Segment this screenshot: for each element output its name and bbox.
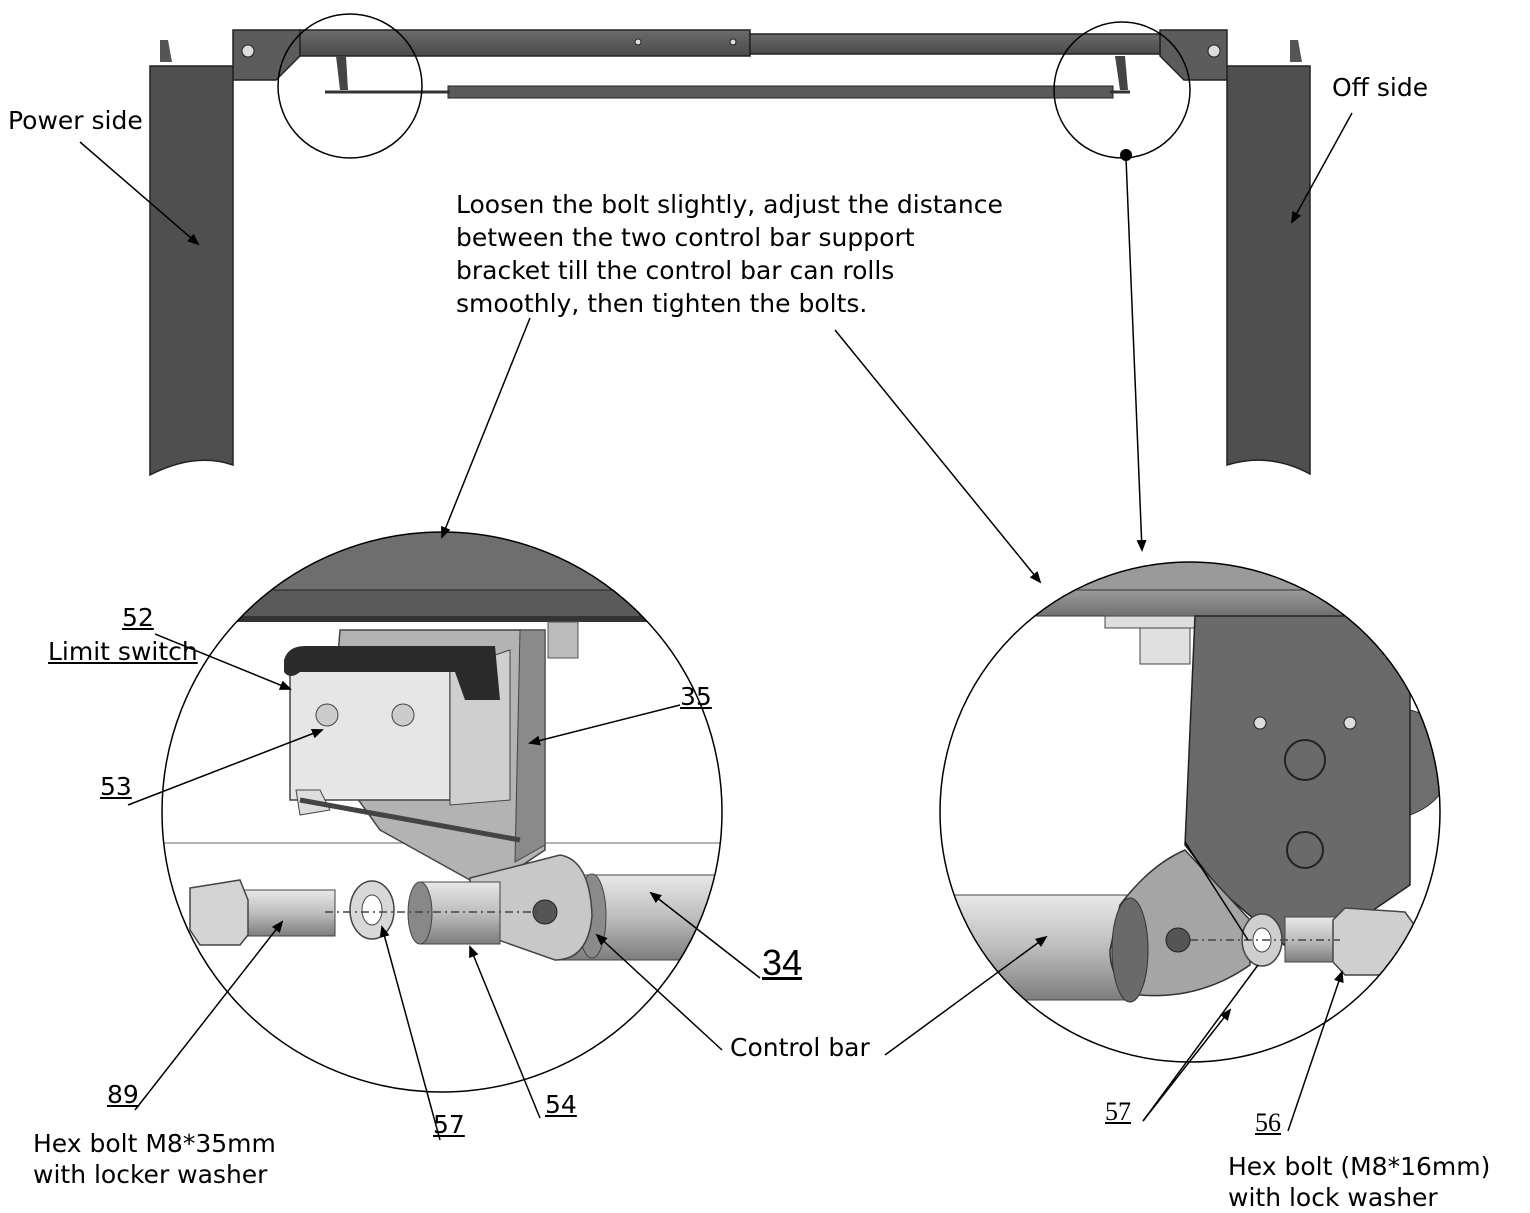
power-side-label: Power side	[8, 106, 143, 135]
instruction-text: Loosen the bolt slightly, adjust the dis…	[456, 190, 1003, 318]
top-beam	[299, 29, 751, 57]
hex-bolt-right-line1: Hex bolt (M8*16mm)	[1228, 1152, 1491, 1181]
hex-bolt-right-label: Hex bolt (M8*16mm) with lock washer	[1228, 1151, 1490, 1213]
part-number-34: 34	[762, 942, 803, 983]
control-bar-overview	[447, 85, 1114, 99]
part-number-56: 56	[1255, 1108, 1281, 1137]
off-side-post	[1226, 65, 1311, 476]
hex-bolt-right-line2: with lock washer	[1228, 1183, 1438, 1212]
part-number-35: 35	[680, 682, 712, 711]
off-side-label: Off side	[1332, 73, 1429, 102]
part-number-53: 53	[100, 772, 132, 801]
overview-drawing	[149, 13, 1311, 477]
detail-circle-left	[277, 13, 423, 159]
part-number-54: 54	[545, 1090, 577, 1119]
control-bar-label: Control bar	[730, 1033, 870, 1062]
hex-bolt-left-label: Hex bolt M8*35mm with locker washer	[33, 1128, 276, 1190]
detail-left	[161, 531, 723, 1093]
part-number-52: 52	[122, 603, 154, 632]
part-number-89: 89	[107, 1080, 139, 1109]
part-number-57-left: 57	[433, 1110, 465, 1139]
limit-switch-label: Limit switch	[48, 637, 198, 666]
hex-bolt-left-line1: Hex bolt M8*35mm	[33, 1129, 276, 1158]
detail-right	[939, 561, 1441, 1063]
leader-lines	[79, 112, 1353, 1141]
power-side-post	[149, 65, 234, 477]
part-number-57-right: 57	[1105, 1097, 1131, 1126]
hex-bolt-left-line2: with locker washer	[33, 1160, 268, 1189]
